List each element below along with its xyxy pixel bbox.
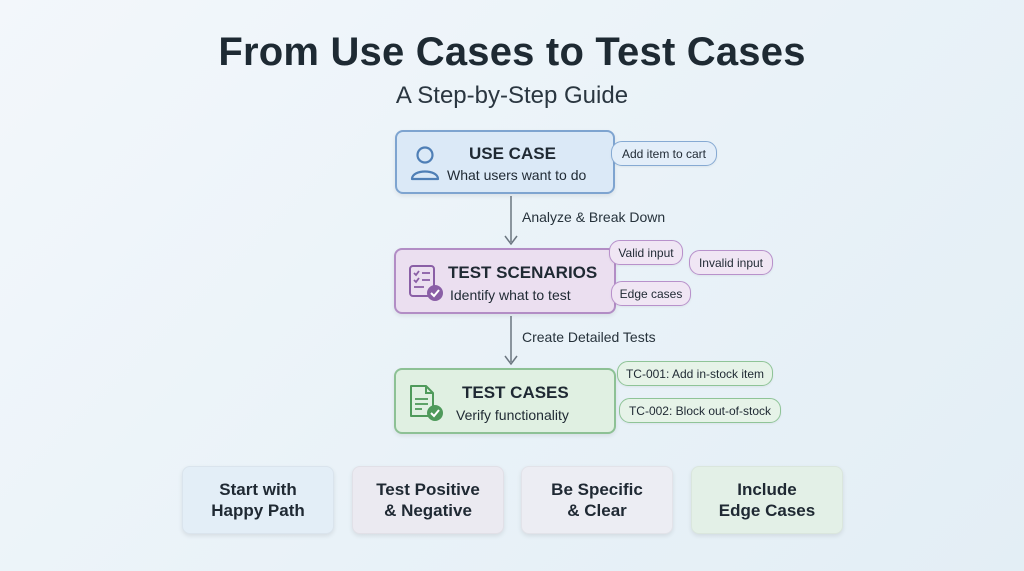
tip-2-line1: Test Positive xyxy=(376,480,480,499)
page-title: From Use Cases to Test Cases xyxy=(218,30,806,74)
test-scenarios-title: TEST SCENARIOS xyxy=(448,263,598,282)
scenario-bubble-valid: Valid input xyxy=(609,240,683,265)
tip-1-line1: Start with xyxy=(219,480,297,499)
checklist-icon xyxy=(409,265,443,301)
arrow-label-analyze: Analyze & Break Down xyxy=(522,209,666,225)
test-case-bubble-tc001: TC-001: Add in-stock item xyxy=(617,361,773,386)
test-scenarios-card: TEST SCENARIOS Identify what to test xyxy=(394,248,616,314)
tip-card-specific-clear: Be Specific & Clear xyxy=(521,466,673,534)
scenario-bubble-edge: Edge cases xyxy=(611,281,691,306)
arrow-label-create: Create Detailed Tests xyxy=(522,329,656,345)
arrow-1-head xyxy=(504,235,518,246)
test-scenarios-subtitle: Identify what to test xyxy=(450,287,571,303)
test-case-bubble-tc002: TC-002: Block out-of-stock xyxy=(619,398,781,423)
test-cases-subtitle: Verify functionality xyxy=(456,407,569,423)
user-icon xyxy=(410,146,440,181)
tip-4-line2: Edge Cases xyxy=(718,501,816,520)
tip-card-positive-negative: Test Positive & Negative xyxy=(352,466,504,534)
page-subtitle: A Step-by-Step Guide xyxy=(395,82,629,109)
use-case-card: USE CASE What users want to do xyxy=(395,130,615,194)
test-cases-title: TEST CASES xyxy=(462,383,569,402)
arrow-2-head xyxy=(504,355,518,366)
tip-3-line1: Be Specific xyxy=(551,480,643,499)
use-case-subtitle: What users want to do xyxy=(447,167,587,183)
use-case-example-bubble: Add item to cart xyxy=(611,141,717,166)
scenario-bubble-invalid: Invalid input xyxy=(689,250,773,275)
document-check-icon xyxy=(410,385,443,421)
test-cases-card: TEST CASES Verify functionality xyxy=(394,368,616,434)
tip-2-line2: & Negative xyxy=(384,501,472,520)
tip-3-line2: & Clear xyxy=(567,501,627,520)
use-case-title: USE CASE xyxy=(469,144,556,163)
tip-4-line1: Include xyxy=(737,480,797,499)
tip-1-line2: Happy Path xyxy=(211,501,305,520)
